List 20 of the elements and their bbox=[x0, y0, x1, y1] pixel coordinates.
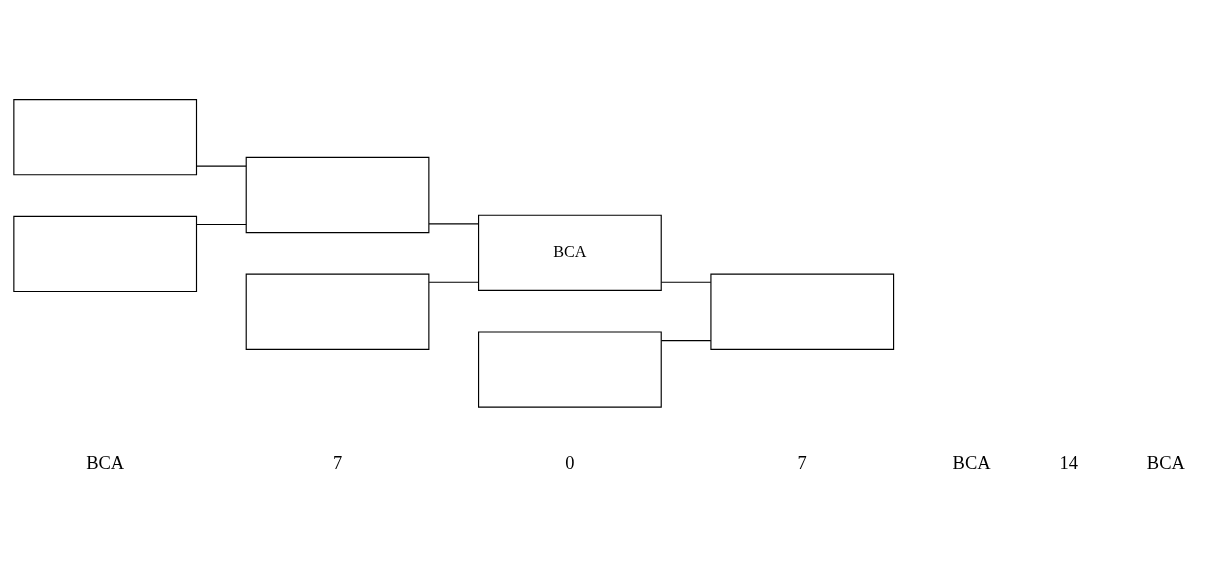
label: BCA bbox=[86, 452, 125, 473]
node-box bbox=[245, 156, 430, 233]
label: BCA bbox=[952, 452, 991, 473]
connector bbox=[196, 165, 247, 167]
label: 14 bbox=[1059, 452, 1078, 473]
connector bbox=[660, 281, 712, 283]
node-box bbox=[478, 330, 662, 408]
label: 0 bbox=[565, 452, 575, 473]
node-box bbox=[13, 98, 198, 175]
label: 7 bbox=[797, 452, 807, 473]
label: 7 bbox=[332, 452, 343, 473]
node-box bbox=[245, 273, 430, 350]
node-box bbox=[13, 215, 198, 292]
node-box bbox=[710, 273, 895, 350]
label: BCA bbox=[1146, 452, 1185, 473]
node-box: BCA bbox=[478, 214, 662, 291]
connector bbox=[660, 339, 712, 341]
connector bbox=[428, 281, 480, 283]
connector bbox=[196, 223, 247, 225]
connector bbox=[428, 222, 480, 224]
